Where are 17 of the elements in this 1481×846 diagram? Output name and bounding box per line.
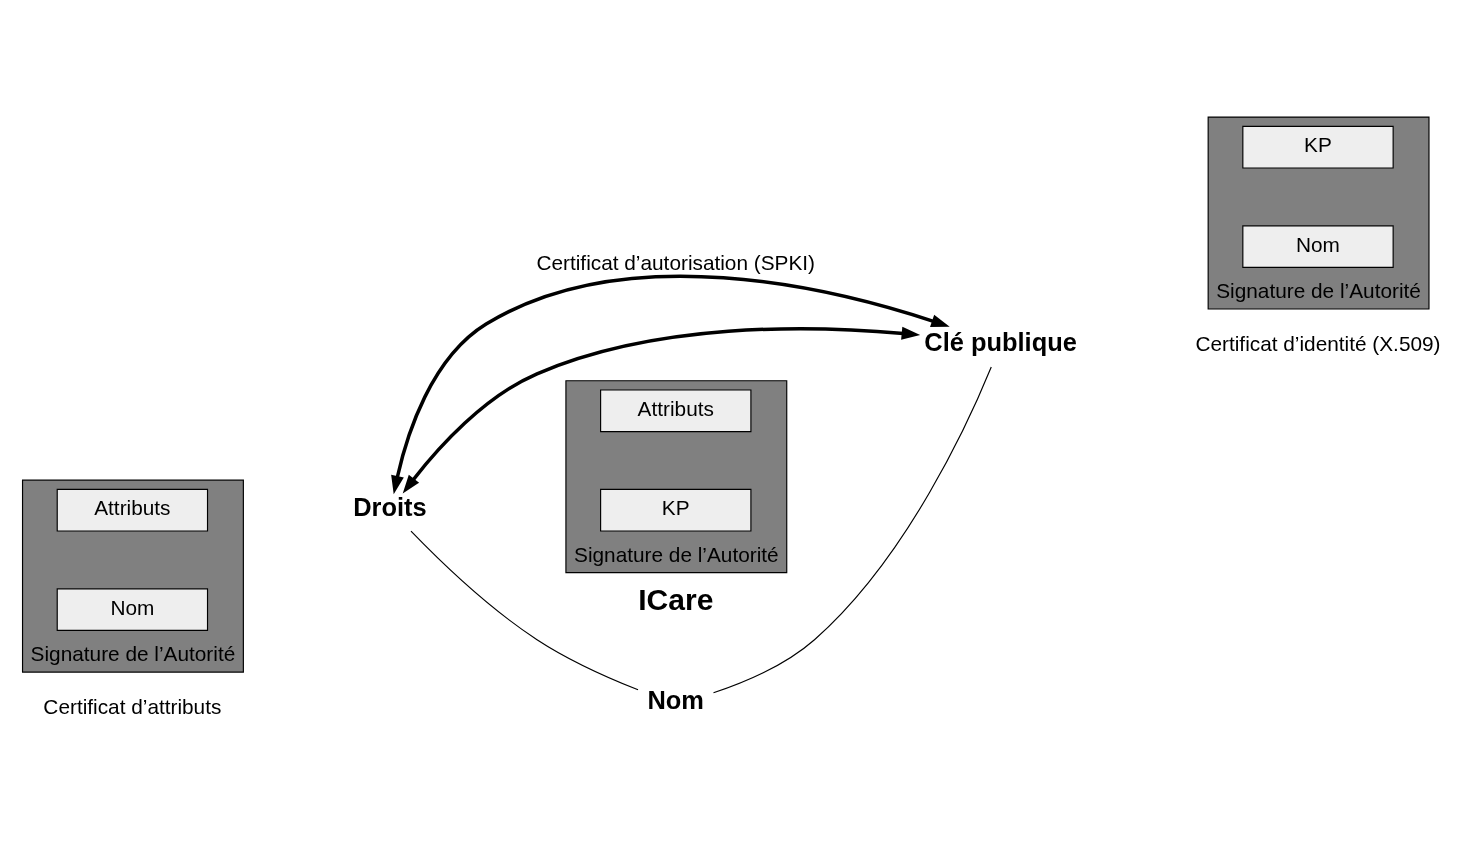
connector [712,365,992,693]
node-box: Attributs [600,388,752,432]
edge-label: Certificat d’autorisation (SPKI) [536,250,816,274]
arrow [402,326,921,494]
node-label: Certificat d’identité (X.509) [1195,331,1441,355]
label: ICare [638,582,714,616]
node-box: Nom [1242,224,1394,268]
node-text: Droits [353,492,427,521]
node-text: Clé publique [924,327,1077,356]
node-box: KP [1242,125,1394,169]
node-text: Nom [647,685,704,714]
node-label: Certificat d’attributs [43,694,222,718]
node-box: Nom [56,587,209,631]
arrow [391,274,950,494]
node-box: KP [600,488,752,532]
node-box: Attributs [56,488,209,532]
connector [410,530,639,690]
